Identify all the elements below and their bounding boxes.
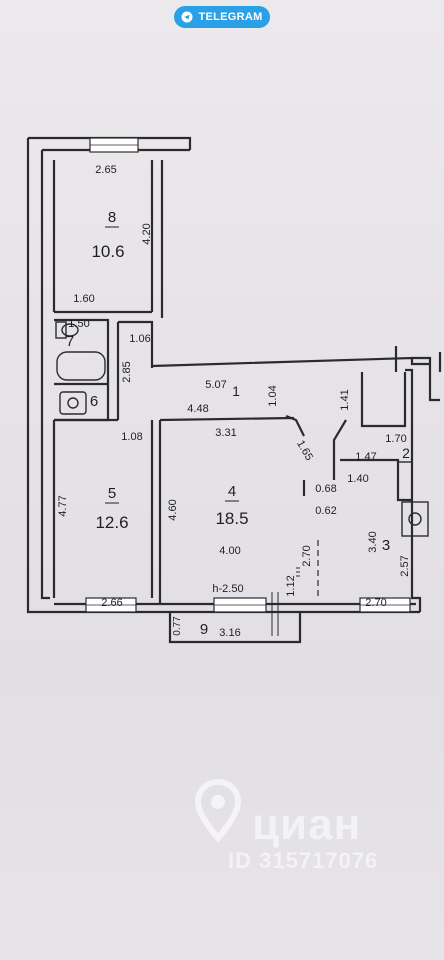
dim-1-08: 1.08 [121,431,142,443]
room-1-number: 1 [232,383,240,399]
dim-1-06: 1.06 [129,333,150,345]
dim-3-16: 3.16 [219,627,240,639]
dim-4-60: 4.60 [167,499,179,520]
watermark-id: ID 315717076 [228,848,379,873]
toilet-tank [55,321,67,339]
wall-kitchen-right [405,368,422,612]
ceiling-height: h-2.50 [212,583,243,595]
wall-riser [394,346,442,372]
dim-4-77: 4.77 [57,495,69,516]
room-8-area: 10.6 [91,242,124,261]
room-5-area: 12.6 [95,513,128,532]
dim-2-57: 2.57 [399,555,411,576]
dim-5-07: 5.07 [205,379,226,391]
wall-bath [54,318,110,422]
telegram-badge-label: TELEGRAM [198,11,263,23]
wall-balcony [168,612,302,644]
wall-kitchen-top [360,372,407,428]
kitchen-counter [397,461,413,501]
telegram-badge[interactable]: TELEGRAM [174,6,270,28]
room-2-number: 2 [402,445,410,461]
watermark-brand: циан [252,800,362,849]
wall-room5-right [150,420,162,604]
dim-1-12: 1.12 [285,575,297,596]
dim-1-65: 1.65 [294,438,315,463]
room-9-number: 9 [200,621,208,638]
paper-plane-icon [181,11,193,23]
dim-2-85: 2.85 [121,361,133,382]
stove [401,501,429,537]
room-6-number: 6 [90,393,98,410]
dim-0-77: 0.77 [172,616,183,636]
dim-1-41: 1.41 [339,389,351,410]
toilet-bowl [61,323,79,337]
dim-4-20: 4.20 [141,223,153,244]
wall-upper-right [151,356,430,368]
map-pin-icon [194,778,242,843]
dim-2-70-h: 2.70 [365,597,386,609]
room-7-number: 7 [66,333,74,350]
bathtub [56,351,106,381]
dim-4-00: 4.00 [219,545,240,557]
dim-3-40: 3.40 [367,531,379,552]
sink [59,391,87,415]
dim-1-04: 1.04 [267,385,279,406]
room-4-area: 18.5 [215,509,248,528]
dim-1-70: 1.70 [385,433,406,445]
room-3-number: 3 [382,537,390,554]
room-5-number: 5 [108,485,116,502]
wall-far-right [412,356,440,402]
dim-0-62: 0.62 [315,505,336,517]
outer-wall-left [26,136,420,614]
wall-room8-right [150,160,164,318]
dim-0-68: 0.68 [315,483,336,495]
dim-2-65: 2.65 [95,164,116,176]
room-4-number: 4 [228,483,236,500]
dim-1-40: 1.40 [347,473,368,485]
dim-2-66: 2.66 [101,597,122,609]
dim-1-47: 1.47 [355,451,376,463]
outer-wall-left-inner [40,150,50,600]
wall-room4-top [159,416,295,422]
dim-1-60: 1.60 [73,293,94,305]
wall-corridor-left [116,320,154,420]
dim-2-70-v: 2.70 [301,545,313,566]
dim-4-48: 4.48 [187,403,208,415]
dim-3-31: 3.31 [215,427,236,439]
wall-room2-left [332,419,347,480]
wall-room1-inner [285,414,305,437]
room-8-number: 8 [108,209,116,226]
dim-1-50: 1.50 [68,318,89,330]
